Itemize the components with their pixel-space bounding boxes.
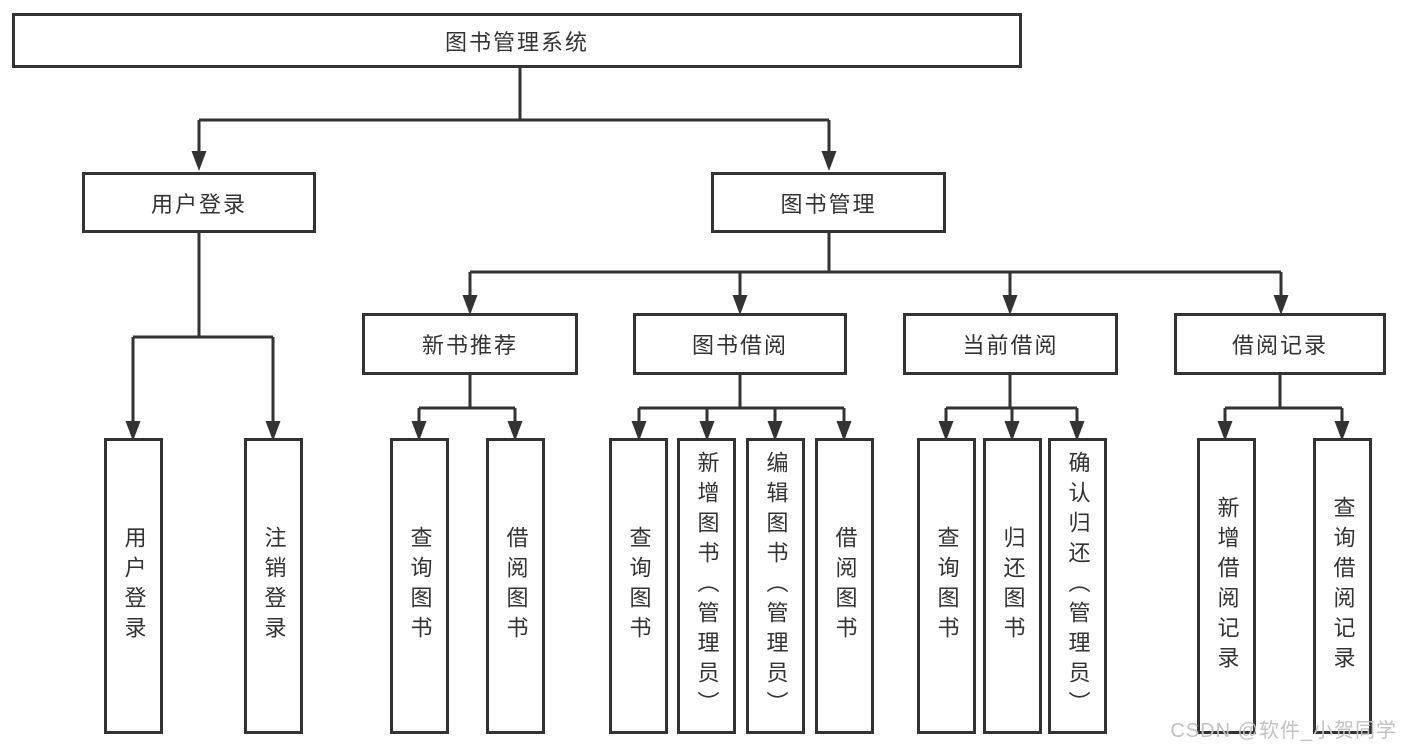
- node-label: 图书管理: [780, 191, 877, 217]
- connector-current-borrowing-group: [944, 375, 1079, 423]
- connector-user-login-branch: [131, 233, 275, 423]
- node-borrowing-records: 借阅记录: [1174, 313, 1386, 375]
- node-label: 编辑图书（管理员）: [763, 451, 789, 721]
- node-label: 查询图书: [626, 526, 652, 646]
- node-label: 新书推荐: [421, 333, 518, 358]
- leaf-query-books-current: 查询图书: [917, 438, 976, 734]
- leaf-return-books: 归还图书: [983, 438, 1042, 734]
- leaf-query-books-borrowing: 查询图书: [609, 438, 668, 734]
- node-label: 图书借阅: [691, 333, 788, 358]
- leaf-query-borrow-record: 查询借阅记录: [1313, 438, 1372, 734]
- node-book-management: 图书管理: [711, 172, 946, 233]
- node-label: 借阅记录: [1231, 333, 1328, 358]
- node-label: 查询图书: [934, 526, 960, 646]
- leaf-add-borrow-record: 新增借阅记录: [1197, 438, 1256, 734]
- node-label: 确认归还（管理员）: [1065, 451, 1091, 721]
- node-label: 用户登录: [150, 191, 247, 217]
- node-label: 图书管理系统: [444, 29, 589, 55]
- connector-book-management-branch: [468, 233, 1283, 297]
- node-label: 当前借阅: [962, 333, 1059, 358]
- leaf-borrow-books-recommend: 借阅图书: [486, 438, 545, 734]
- node-label: 新增借阅记录: [1214, 496, 1240, 676]
- node-label: 查询图书: [407, 526, 433, 646]
- node-new-book-recommendation: 新书推荐: [362, 313, 578, 375]
- csdn-watermark: CSDN @软件_小贺同学: [1170, 720, 1397, 742]
- leaf-confirm-return-admin: 确认归还（管理员）: [1048, 438, 1107, 734]
- node-library-management-system: 图书管理系统: [12, 13, 1022, 68]
- leaf-add-book-admin: 新增图书（管理员）: [677, 438, 736, 734]
- arrowheads: [125, 151, 1350, 441]
- leaf-user-login: 用户登录: [104, 438, 163, 734]
- node-label: 借阅图书: [832, 526, 858, 646]
- connector-new-book-group: [417, 375, 517, 423]
- leaf-logout: 注销登录: [244, 438, 303, 734]
- leaf-query-books-recommend: 查询图书: [390, 438, 449, 734]
- node-label: 归还图书: [1000, 526, 1026, 646]
- node-label: 借阅图书: [503, 526, 529, 646]
- node-book-borrowing: 图书借阅: [633, 313, 847, 375]
- node-label: 注销登录: [261, 526, 287, 646]
- connector-root-branch: [197, 68, 831, 153]
- node-user-login: 用户登录: [82, 172, 316, 233]
- connector-borrowing-records-group: [1223, 375, 1344, 423]
- node-label: 用户登录: [121, 526, 147, 646]
- node-current-borrowing: 当前借阅: [903, 313, 1118, 375]
- leaf-borrow-books-borrowing: 借阅图书: [815, 438, 874, 734]
- connector-book-borrowing-group: [637, 375, 846, 423]
- node-label: 查询借阅记录: [1330, 496, 1356, 676]
- node-label: 新增图书（管理员）: [694, 451, 720, 721]
- leaf-edit-book-admin: 编辑图书（管理员）: [746, 438, 805, 734]
